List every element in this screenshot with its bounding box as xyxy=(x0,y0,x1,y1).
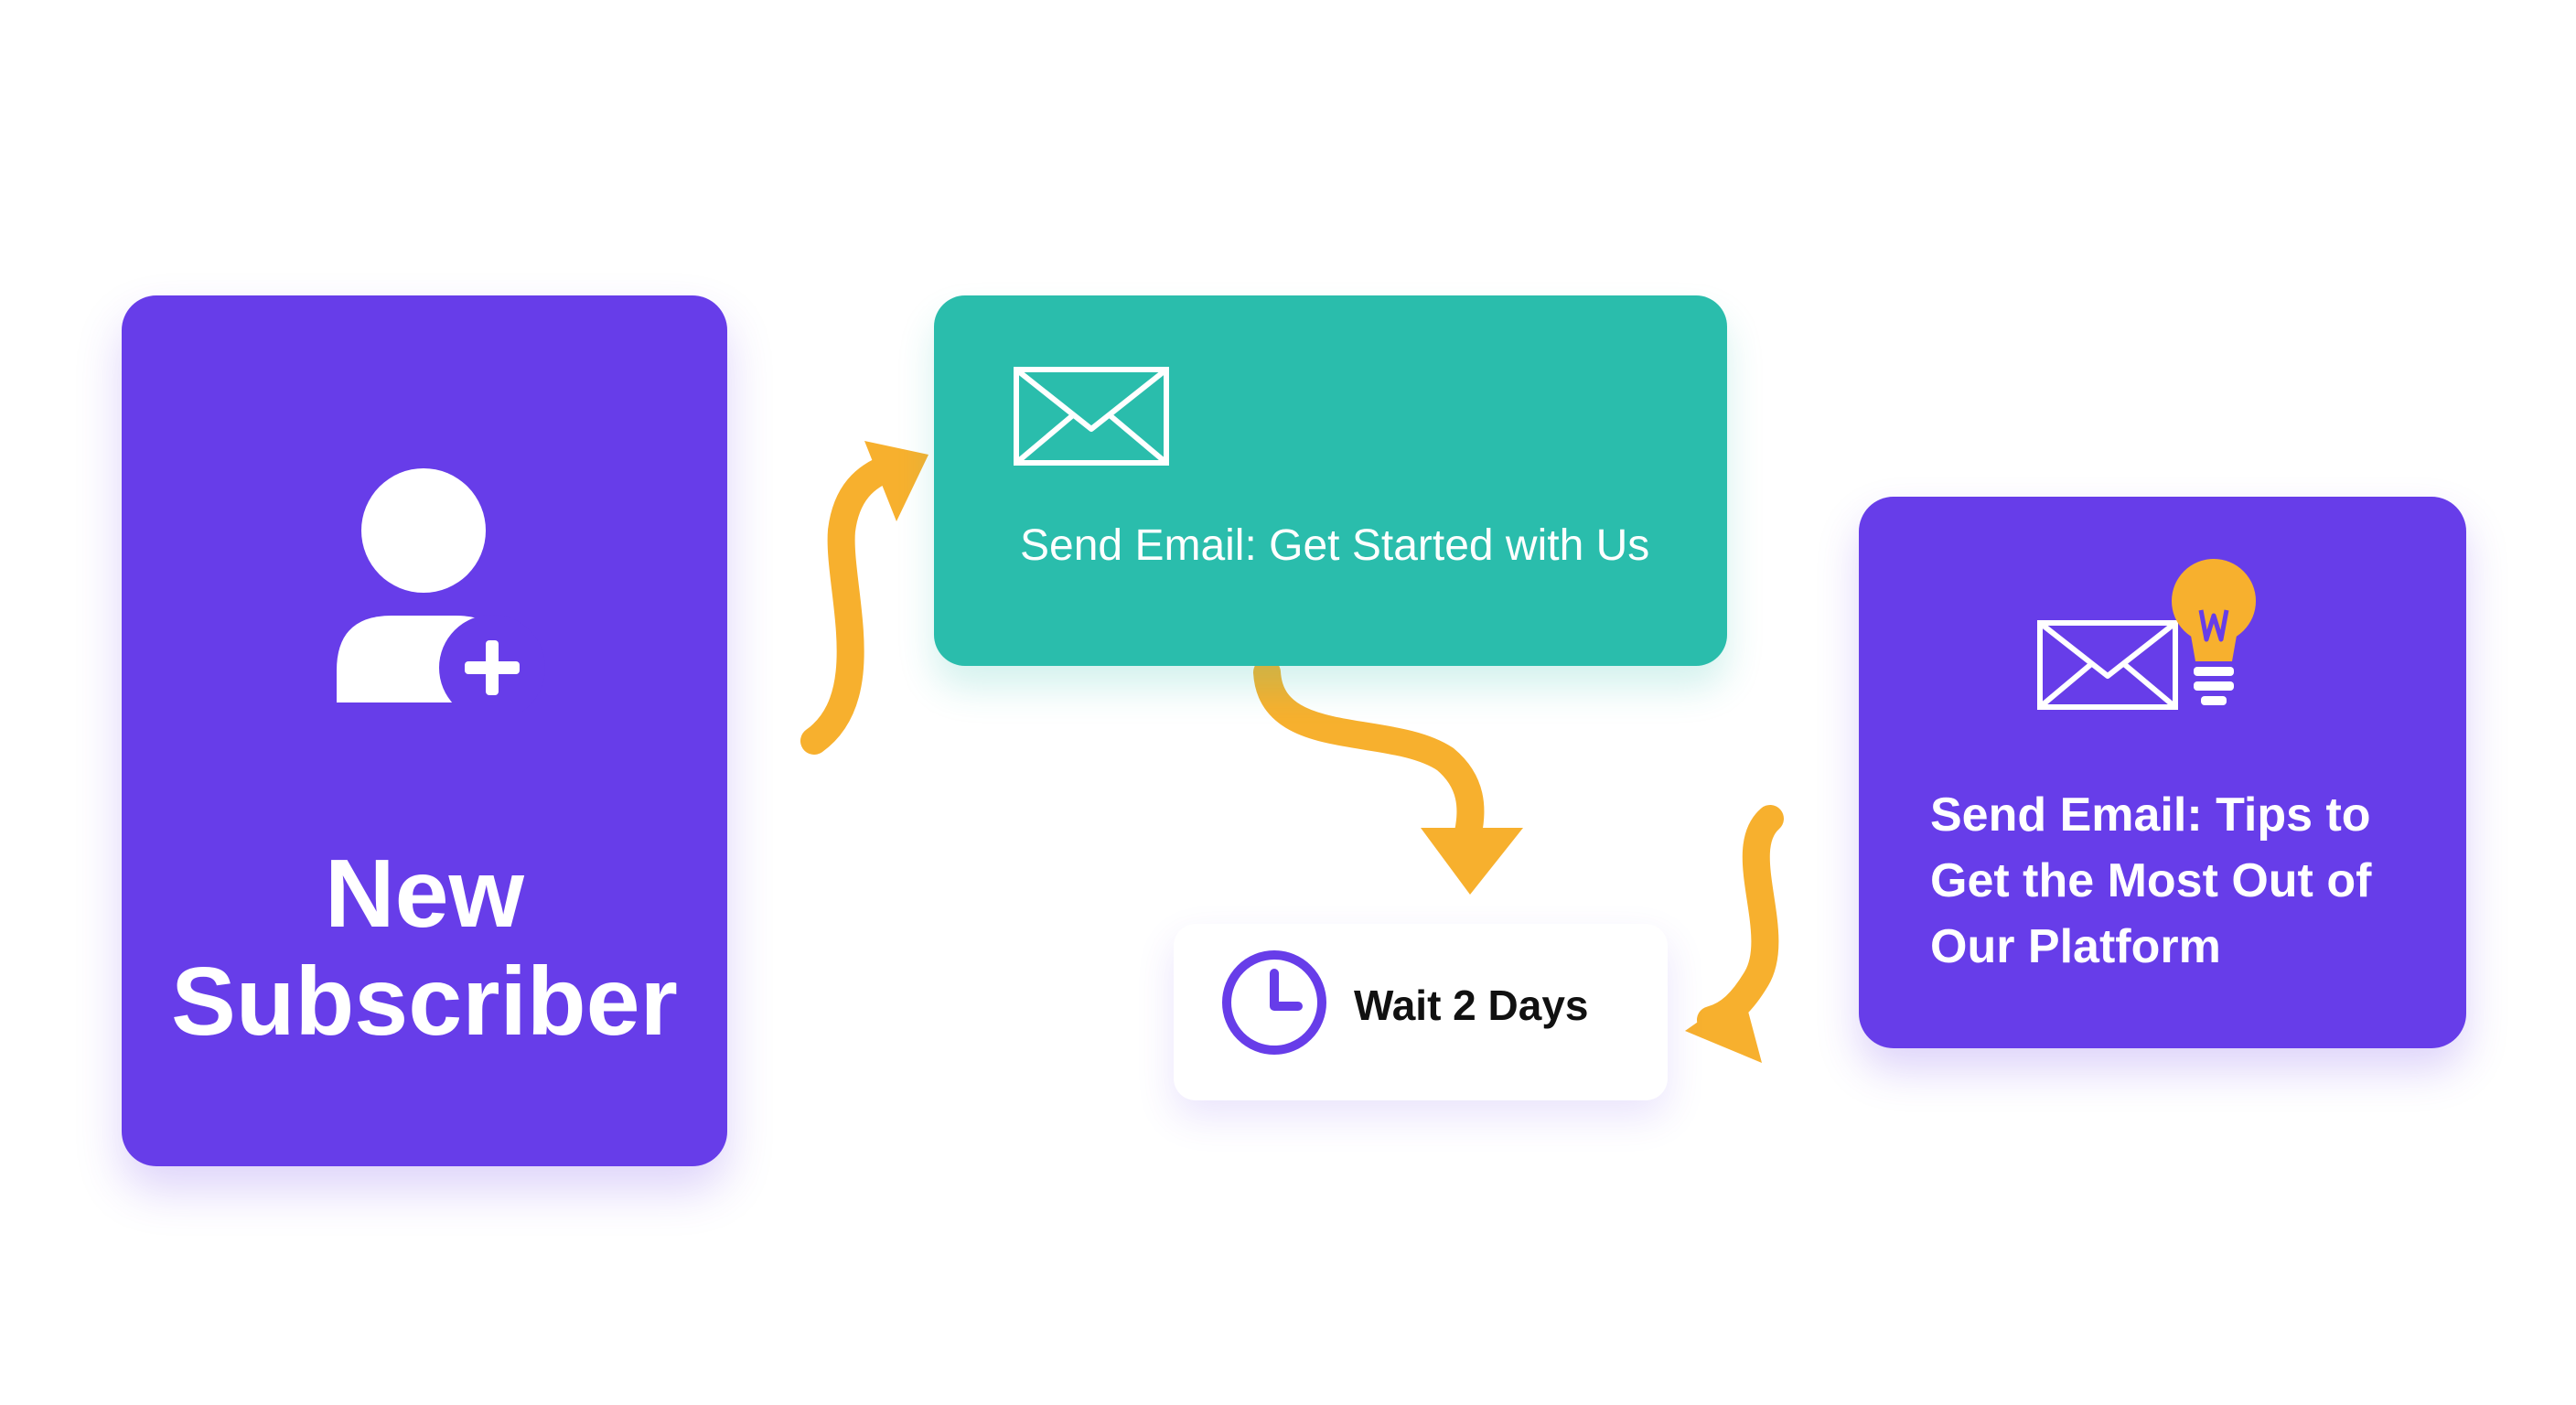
action-card-send-email-welcome[interactable]: Send Email: Get Started with Us xyxy=(934,295,1727,666)
envelope-lightbulb-icon xyxy=(2033,559,2270,742)
envelope-icon xyxy=(1014,367,1169,466)
arrowhead-subscriber-to-email xyxy=(864,441,928,521)
arrow-tips-to-wait xyxy=(1697,805,1784,1034)
action-label-tips: Send Email: Tips to Get the Most Out of … xyxy=(1930,788,2372,973)
arrow-subscriber-to-email xyxy=(800,453,906,755)
arrowhead-email-to-wait xyxy=(1421,828,1523,895)
add-user-icon xyxy=(300,465,547,721)
delay-label: Wait 2 Days xyxy=(1354,981,1589,1029)
clock-icon xyxy=(1219,948,1329,1057)
action-label-welcome: Send Email: Get Started with Us xyxy=(1020,521,1650,570)
arrowhead-tips-to-wait xyxy=(1685,991,1762,1063)
action-card-send-email-tips[interactable]: Send Email: Tips to Get the Most Out of … xyxy=(1859,497,2466,1048)
delay-card-wait[interactable]: Wait 2 Days xyxy=(1174,924,1668,1100)
trigger-title: New Subscriber xyxy=(171,840,678,1056)
arrow-email-to-wait xyxy=(1253,659,1485,846)
trigger-card-new-subscriber[interactable]: New Subscriber xyxy=(122,295,727,1166)
